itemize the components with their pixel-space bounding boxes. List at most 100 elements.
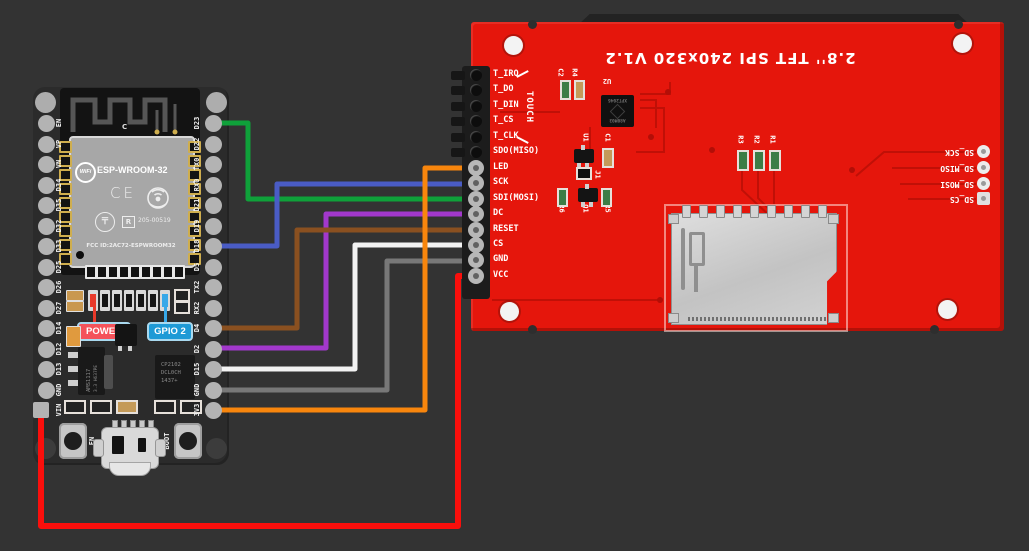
sd-spring <box>681 228 685 290</box>
tft-pin-dc <box>468 206 484 223</box>
boot-button <box>174 423 202 459</box>
wire-reset <box>214 227 480 331</box>
chip-marking: CP2102 <box>161 362 181 368</box>
tft-pin-label-t_irq: T_IRQ <box>493 69 519 79</box>
esp32-mount-hole <box>206 438 227 459</box>
tft-pin-label-sdo(miso): SDO(MISO) <box>493 146 540 157</box>
tft-pin-sdo(miso) <box>470 146 482 159</box>
tft-pin-stub <box>451 117 465 127</box>
tft-pin-sdi(mosi) <box>468 190 484 207</box>
capacitor-c1 <box>602 148 614 168</box>
fcc-id-text: FCC ID:2AC72-ESPWROOM32 <box>86 243 176 249</box>
tft-pin-led <box>468 159 484 176</box>
component-label: R3 <box>736 135 745 144</box>
esp32-pin-d25 <box>38 258 55 276</box>
r-number: 205-00519 <box>138 217 171 224</box>
sd-card-holder <box>671 213 837 325</box>
esp32-pin-d12 <box>38 340 55 358</box>
resistor-r3 <box>737 150 749 171</box>
esp32-pin-d13 <box>38 361 55 378</box>
tft-mount-hole <box>500 302 519 321</box>
component-label: C2 <box>556 68 565 77</box>
esp32-pin-vn <box>38 156 55 173</box>
esp32-pin-d35 <box>38 197 55 214</box>
tft-pin-label-sck: SCK <box>493 177 509 188</box>
sd-spring <box>694 264 698 292</box>
esp32-pin-d21 <box>205 197 222 214</box>
wire-sck <box>214 181 480 249</box>
tft-pin-stub <box>451 132 465 142</box>
tft-pin-label-vcc: VCC <box>493 269 509 280</box>
esp32-pin-d27 <box>38 299 55 317</box>
esp32-pin-vp <box>38 135 55 153</box>
esp32-pin-gnd <box>205 381 222 399</box>
tft-pin-label-gnd: GND <box>493 254 509 265</box>
component-label: R2 <box>752 135 761 144</box>
chip-marking: DCL0CH <box>161 370 181 376</box>
tft-pin-t_cs <box>470 115 482 128</box>
sd-pin-label-sd_miso: SD_MISO <box>940 164 974 173</box>
sd-etched-text <box>688 317 826 321</box>
micro-usb-lip <box>109 462 151 476</box>
resistor <box>560 80 571 100</box>
esp32-pin-d4 <box>205 320 222 337</box>
component-label: R1 <box>768 135 777 144</box>
esp32-pin-d26 <box>38 279 55 296</box>
esp32-pin-d33 <box>38 238 55 255</box>
wire-gnd <box>214 258 480 393</box>
esp32-pin-en <box>38 115 55 132</box>
en-button <box>59 423 87 459</box>
ce-mark: CE <box>110 184 136 202</box>
gpio2-badge: GPIO 2 <box>147 322 193 341</box>
resistor-r5 <box>601 188 612 207</box>
wire-cs <box>214 242 480 372</box>
tft-lcd-edge <box>578 14 970 25</box>
esp32-pin-d5 <box>205 258 222 276</box>
esp32-pin-vin <box>33 402 49 418</box>
tft-pin-label-led: LED <box>493 161 509 172</box>
esp32-pin-label-3v3: 3V3 <box>193 403 201 417</box>
sd-pin-label-sd_cs: SD_CS <box>949 195 974 204</box>
tft-pin-label-t_do: T_DO <box>493 84 514 95</box>
touch-group-label: TOUCH <box>524 90 534 124</box>
tft-pin-label-reset: RESET <box>493 223 519 234</box>
esp32-pin-d19 <box>205 217 222 235</box>
resistor-r2 <box>753 150 765 171</box>
chip-marking: 1437+ <box>161 378 178 384</box>
tft-pin-stub <box>451 71 465 80</box>
tft-notch <box>528 20 537 29</box>
tft-pin-label-t_clk: T_CLK <box>493 130 519 141</box>
tft-pin-t_clk <box>470 130 482 143</box>
sd-pad-sd_sck <box>977 145 990 158</box>
tft-pin-gnd <box>468 252 484 269</box>
tft-notch <box>954 20 963 29</box>
component-label: C1 <box>603 133 612 142</box>
tft-pin-label-cs: CS <box>493 238 504 249</box>
esp32-mount-hole <box>206 92 227 113</box>
tft-pin-t_din <box>470 99 482 112</box>
wire-mosi <box>214 120 480 202</box>
esp32-mount-hole <box>35 438 56 459</box>
component-label: U2 <box>602 77 612 85</box>
component-label: J1 <box>593 170 602 179</box>
esp32-pin-d15 <box>205 361 222 378</box>
tft-pin-stub <box>451 86 465 96</box>
antenna-mark: C <box>122 123 128 131</box>
pin1-dot <box>76 251 84 259</box>
tft-board-title: 2.8'' TFT SPI 240x320 V1.2 <box>604 49 856 67</box>
tft-pin-label-dc: DC <box>493 208 504 219</box>
sd-pad-sd_miso <box>977 161 990 174</box>
wire-dc <box>214 211 480 351</box>
esp32-pin-d14 <box>38 320 55 337</box>
tft-pin-cs <box>468 236 484 253</box>
esp32-pin-d2 <box>205 340 222 358</box>
component-label: U1 <box>581 133 590 142</box>
esp32-pin-d23 <box>205 115 222 132</box>
resistor-r1 <box>769 150 781 171</box>
tft-pin-stub <box>451 101 465 111</box>
esp32-pin-rx0 <box>205 176 222 194</box>
tft-pin-label-sdi(mosi): SDI(MOSI) <box>493 192 540 203</box>
tft-pin-label-t_din: T_DIN <box>493 99 519 110</box>
esp32-pin-tx0 <box>205 156 222 173</box>
